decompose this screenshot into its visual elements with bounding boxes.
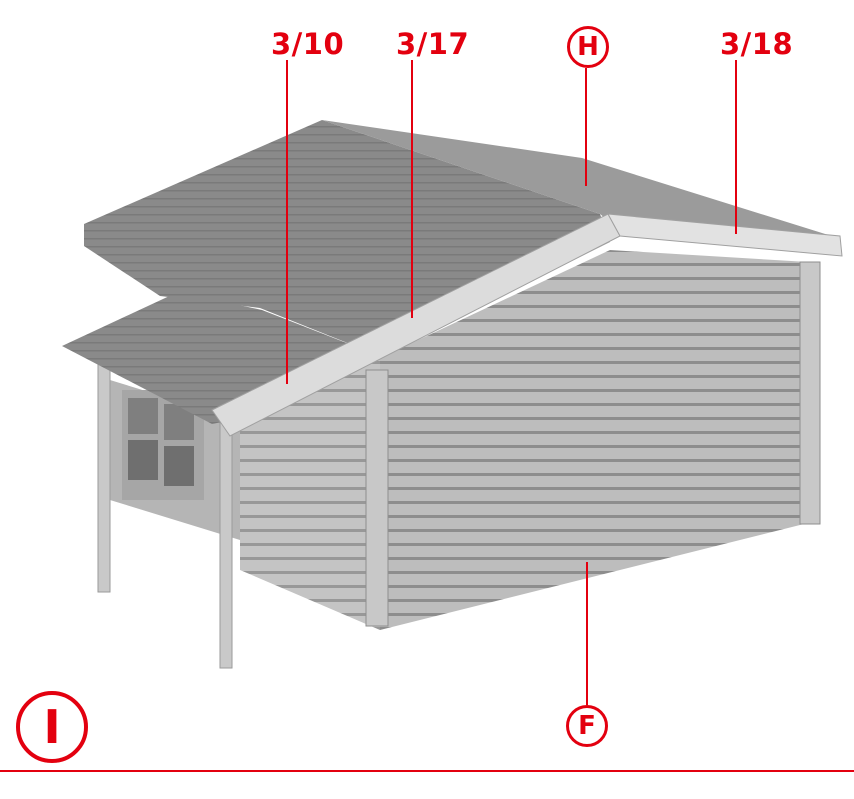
fascia-right: [607, 213, 843, 257]
marker-h: H: [567, 26, 609, 68]
post-right: [219, 419, 233, 669]
marker-f: F: [566, 705, 608, 747]
label-3-18: 3/18: [720, 27, 794, 61]
front-wall: [380, 250, 812, 630]
label-3-10: 3/10: [271, 27, 345, 61]
lean-to-roof: [62, 292, 380, 424]
corner-logs: [365, 261, 821, 627]
post-left: [97, 359, 111, 593]
left-wall: [240, 356, 380, 630]
step-marker-i: I: [16, 691, 88, 763]
label-3-17: 3/17: [396, 27, 470, 61]
bottom-divider: [0, 770, 854, 772]
callout-lines: [286, 60, 737, 705]
rear-roof: [322, 120, 838, 238]
